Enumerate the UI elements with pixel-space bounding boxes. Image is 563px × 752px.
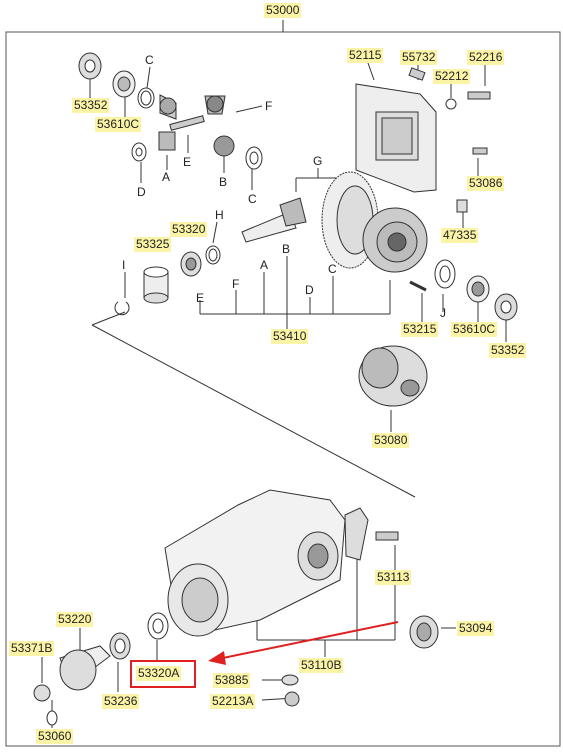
callout-letter-c-top: C bbox=[145, 53, 154, 67]
part-label-53086[interactable]: 53086 bbox=[467, 176, 505, 191]
callout-letter-h: H bbox=[215, 208, 224, 222]
callout-letter-i: I bbox=[122, 258, 126, 272]
callout-letter-g: G bbox=[313, 154, 323, 168]
callout-letter-c-mid: C bbox=[248, 192, 257, 206]
part-label-53352-top[interactable]: 53352 bbox=[72, 98, 110, 113]
part-label-52213a[interactable]: 52213A bbox=[210, 694, 256, 709]
part-label-53110b[interactable]: 53110B bbox=[299, 658, 344, 673]
part-label-53352-right[interactable]: 53352 bbox=[489, 343, 527, 358]
assembly-number-label[interactable]: 53000 bbox=[264, 3, 302, 18]
highlight-arrow bbox=[208, 621, 399, 665]
part-label-53236[interactable]: 53236 bbox=[102, 694, 140, 709]
part-label-52212[interactable]: 52212 bbox=[433, 69, 471, 84]
callout-letter-d-mid: D bbox=[137, 185, 146, 199]
callout-letter-f-lower: F bbox=[232, 277, 240, 291]
part-label-53320[interactable]: 53320 bbox=[170, 222, 208, 237]
part-label-53371b[interactable]: 53371B bbox=[9, 641, 55, 656]
part-label-52115[interactable]: 52115 bbox=[347, 48, 384, 63]
part-label-53410[interactable]: 53410 bbox=[271, 329, 309, 344]
callout-letter-e-lower: E bbox=[196, 291, 205, 305]
part-label-47335[interactable]: 47335 bbox=[441, 228, 479, 243]
part-label-53610c-top[interactable]: 53610C bbox=[95, 117, 142, 132]
part-label-52216[interactable]: 52216 bbox=[467, 50, 505, 65]
part-label-53320a[interactable]: 53320A bbox=[136, 666, 182, 681]
callout-letter-a-mid: A bbox=[162, 170, 171, 184]
part-label-53215[interactable]: 53215 bbox=[401, 322, 439, 337]
callout-letter-e-mid: E bbox=[183, 155, 192, 169]
callout-letter-b-mid: B bbox=[219, 175, 228, 189]
part-label-53094[interactable]: 53094 bbox=[457, 621, 495, 636]
highlight-box bbox=[130, 660, 196, 688]
part-label-53113[interactable]: 53113 bbox=[375, 570, 412, 585]
part-label-53610c-right[interactable]: 53610C bbox=[451, 322, 498, 337]
part-label-53220[interactable]: 53220 bbox=[56, 612, 94, 627]
part-label-53885[interactable]: 53885 bbox=[213, 673, 251, 688]
callout-letter-j: J bbox=[440, 306, 446, 320]
part-label-53325[interactable]: 53325 bbox=[134, 237, 172, 252]
callout-letter-d-lower: D bbox=[305, 283, 314, 297]
callout-letter-f-top: F bbox=[265, 99, 273, 113]
part-label-53080[interactable]: 53080 bbox=[372, 433, 410, 448]
callout-letter-b-lower: B bbox=[282, 242, 291, 256]
callout-letter-a-lower: A bbox=[260, 258, 269, 272]
callout-letter-c-lower: C bbox=[328, 262, 337, 276]
part-label-53060[interactable]: 53060 bbox=[36, 729, 74, 744]
part-label-55732[interactable]: 55732 bbox=[400, 50, 438, 65]
diagram-frame bbox=[5, 31, 561, 747]
